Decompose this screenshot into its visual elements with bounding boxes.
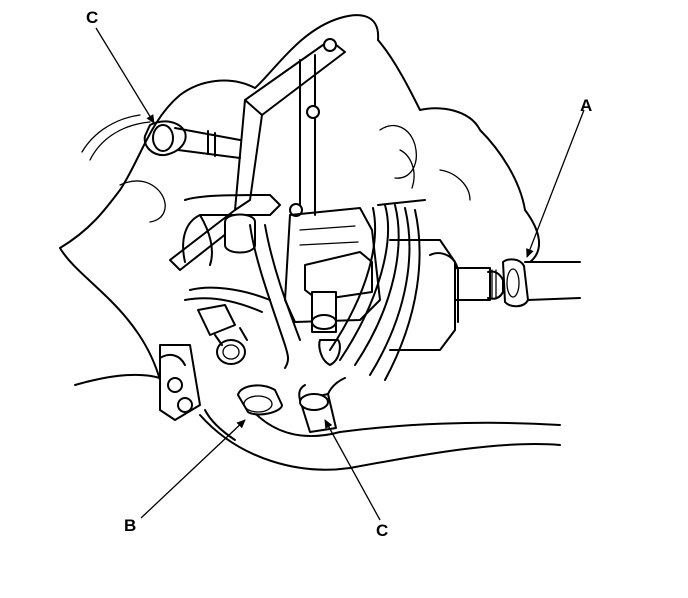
throttle-body bbox=[284, 207, 459, 366]
leader-a bbox=[526, 109, 585, 258]
callout-a: A bbox=[580, 96, 593, 115]
upper-left-hose bbox=[143, 120, 241, 159]
fuel-rail bbox=[169, 38, 346, 271]
leader-b bbox=[140, 419, 246, 519]
callout-c-top: C bbox=[86, 8, 99, 27]
leader-c-top bbox=[95, 27, 155, 124]
lower-hose-connector bbox=[298, 377, 346, 433]
right-hose bbox=[454, 258, 581, 308]
engine-block bbox=[59, 14, 541, 386]
leader-c-bottom bbox=[324, 419, 381, 521]
central-pipes bbox=[182, 194, 301, 369]
lower-bracket bbox=[159, 344, 201, 421]
lower-hose bbox=[199, 384, 561, 471]
wire-harness bbox=[329, 199, 426, 381]
callout-b: B bbox=[124, 516, 137, 535]
callout-c-bottom: C bbox=[376, 521, 389, 540]
